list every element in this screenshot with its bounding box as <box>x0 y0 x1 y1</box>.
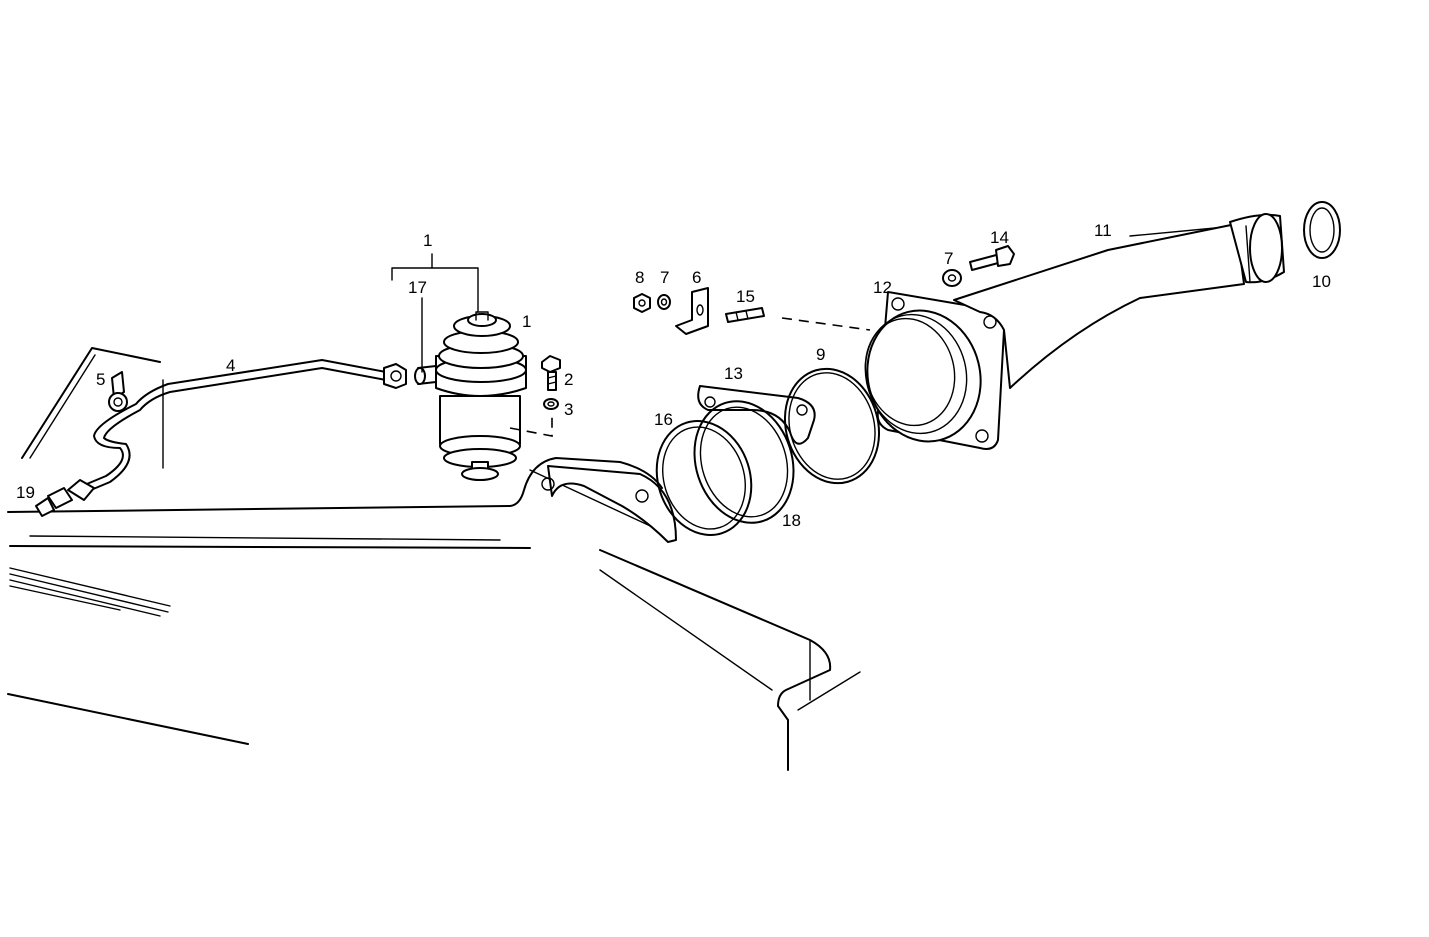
seal-ring-large <box>655 420 753 536</box>
callout-9: 9 <box>816 345 825 364</box>
callout-15: 15 <box>736 287 755 306</box>
callout-1-top: 1 <box>423 231 432 250</box>
callout-7-left: 7 <box>660 268 669 287</box>
cap-gasket <box>1303 201 1341 259</box>
flanged-collar <box>864 291 1006 450</box>
callout-10: 10 <box>1312 272 1331 291</box>
callout-16: 16 <box>654 410 673 429</box>
callout-17: 17 <box>408 278 427 297</box>
callout-8: 8 <box>635 268 644 287</box>
seal-ring <box>783 367 881 485</box>
callout-19: 19 <box>16 483 35 502</box>
callout-7-right: 7 <box>944 249 953 268</box>
stud <box>725 307 765 323</box>
body-frame-outline <box>7 347 861 771</box>
washer <box>543 398 559 410</box>
union-nut <box>383 363 407 389</box>
callout-13: 13 <box>724 364 743 383</box>
washer-large <box>942 269 962 287</box>
fuel-filter <box>414 311 527 481</box>
callout-2: 2 <box>564 370 573 389</box>
nut <box>633 293 651 313</box>
washer-small <box>657 294 671 310</box>
callout-14: 14 <box>990 228 1009 247</box>
callout-18: 18 <box>782 511 801 530</box>
fuel-line <box>81 359 387 493</box>
callout-12: 12 <box>873 278 892 297</box>
bolt <box>541 355 561 391</box>
clamp-ring <box>693 400 795 524</box>
callout-3: 3 <box>564 400 573 419</box>
callout-11: 11 <box>1094 221 1112 240</box>
callout-4: 4 <box>226 356 235 375</box>
callout-6: 6 <box>692 268 701 287</box>
line-clip <box>108 371 128 412</box>
callout-5: 5 <box>96 370 105 389</box>
angle-bracket <box>675 287 709 335</box>
callout-1-side: 1 <box>522 312 531 331</box>
fuel-fitting <box>35 479 95 517</box>
callout-labels: 1 17 1 2 3 4 5 19 8 7 6 15 13 16 9 18 12… <box>16 221 1331 530</box>
bolt-large <box>969 245 1015 271</box>
filler-pipe <box>953 213 1285 389</box>
